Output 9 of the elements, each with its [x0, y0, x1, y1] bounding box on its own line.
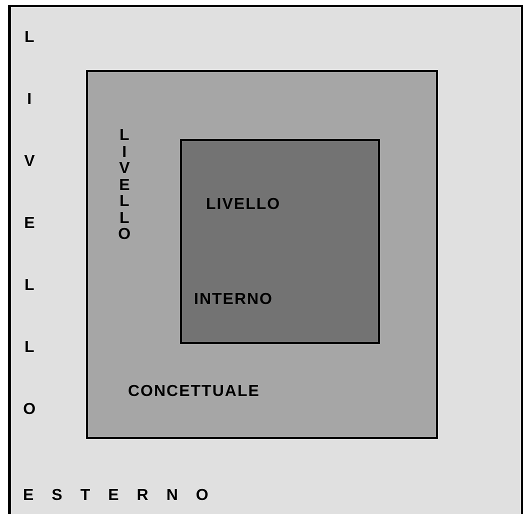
vertical-label: LIVELLO [23, 28, 36, 420]
level-label: LIVELLO [206, 196, 281, 214]
level-panel [8, 5, 523, 514]
level-panel [180, 139, 380, 344]
level-label: ESTERNO [23, 487, 226, 505]
level-label: INTERNO [194, 291, 273, 309]
vertical-label: LIVELLO [118, 128, 131, 244]
level-panel [86, 70, 438, 439]
level-label: CONCETTUALE [128, 383, 260, 401]
